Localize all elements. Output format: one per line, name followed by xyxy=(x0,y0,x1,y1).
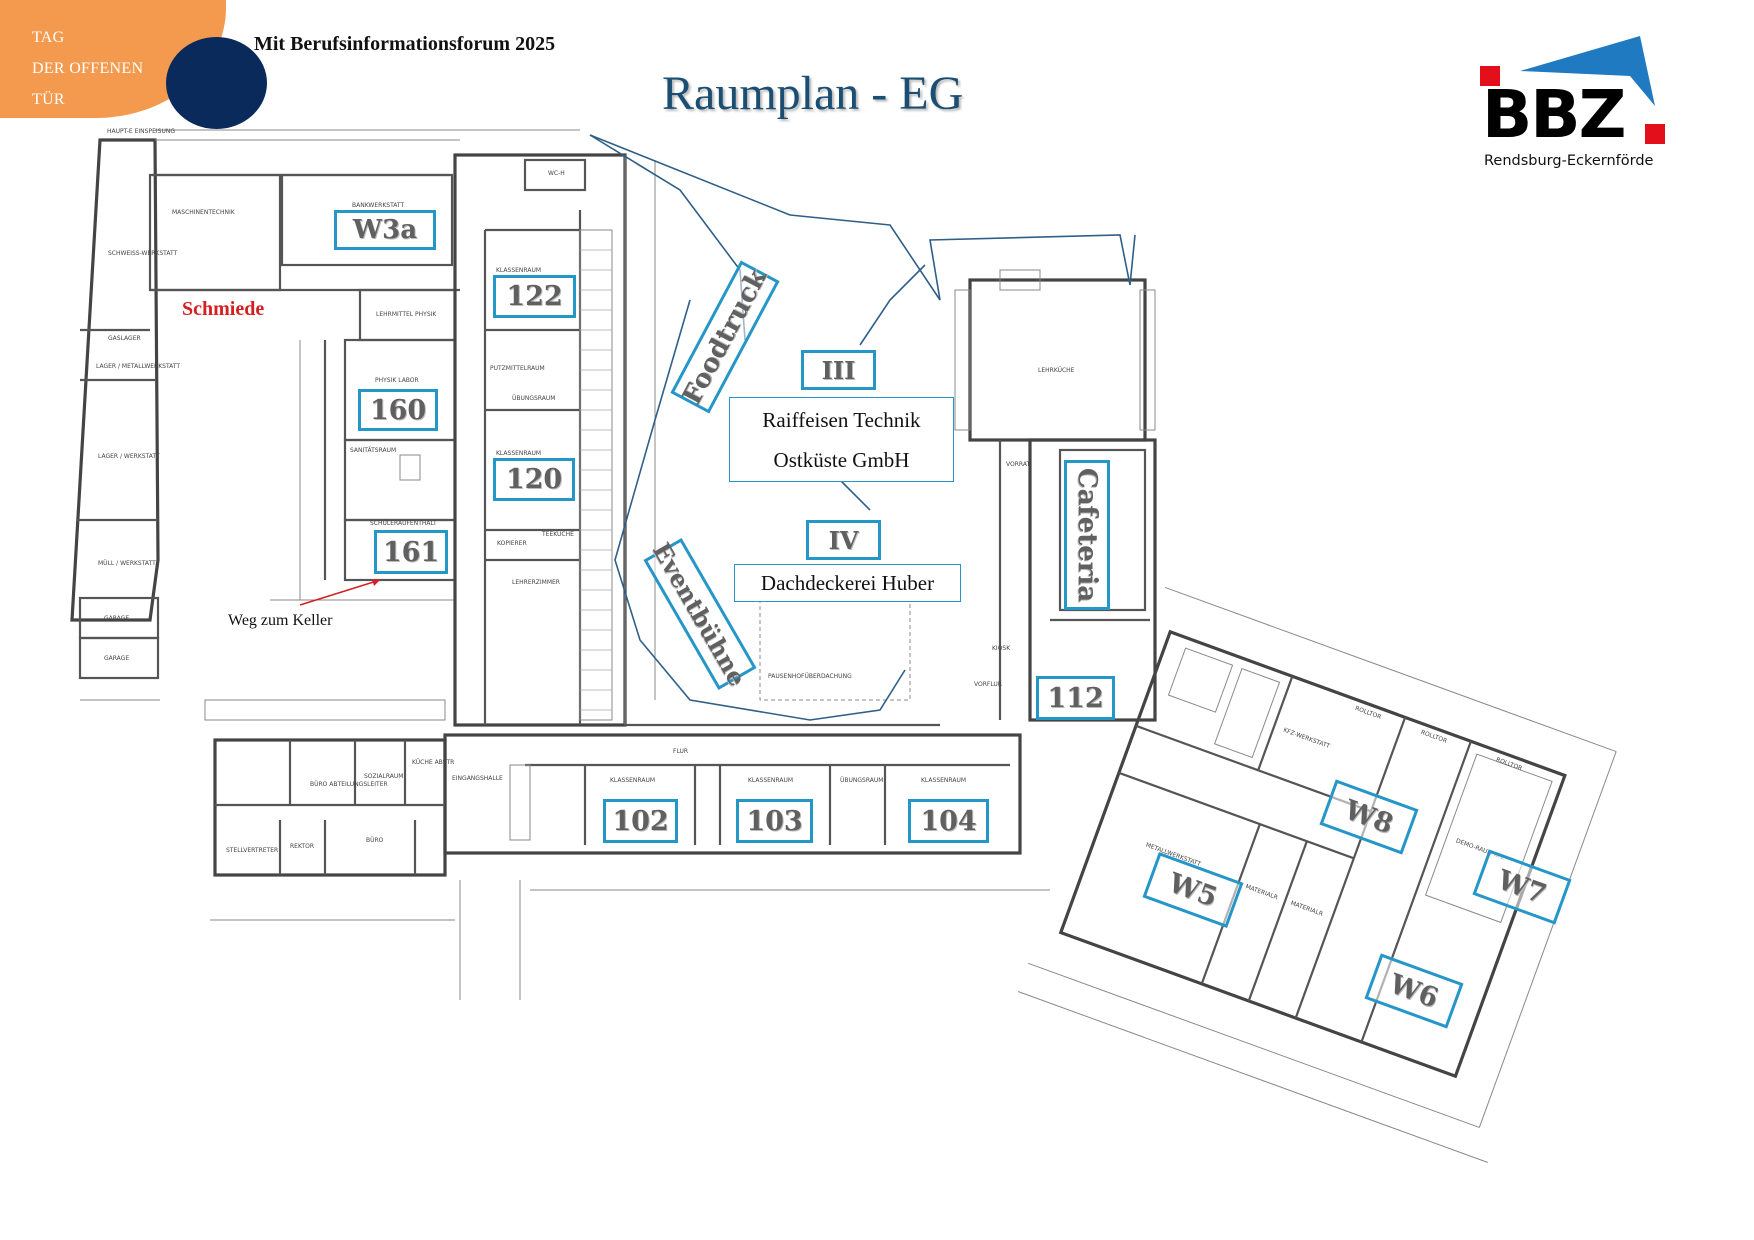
label-teekueche: TEEKÜCHE xyxy=(541,531,574,538)
label-klassenraum-102: KLASSENRAUM xyxy=(610,777,655,784)
room-161[interactable]: 161 xyxy=(374,530,448,574)
label-kfz: KFZ-WERKSTATT xyxy=(1282,727,1331,750)
label-sozialraum: SOZIALRAUM xyxy=(364,773,403,780)
label-lehrmittel: LEHRMITTEL PHYSIK xyxy=(376,311,437,318)
west-wing-walls xyxy=(70,129,580,701)
label-rektor: REKTOR xyxy=(290,843,314,850)
admin-block-walls xyxy=(204,699,521,1000)
keller-arrowhead xyxy=(372,579,380,586)
label-physik-labor: PHYSIK LABOR xyxy=(375,377,419,384)
label-materialr-1: MATERIALR xyxy=(1244,883,1278,901)
label-klassenraum-120: KLASSENRAUM xyxy=(496,450,541,457)
southeast-workshop-wing xyxy=(1017,586,1617,1163)
room-w3a[interactable]: W3a xyxy=(334,210,436,250)
label-sanitaet: SANITÄTSRAUM xyxy=(350,447,396,454)
forum-subtitle: Mit Berufsinformationsforum 2025 xyxy=(254,33,556,55)
label-gaslager: GASLAGER xyxy=(108,335,141,342)
label-flur: FLUR xyxy=(673,748,688,755)
page-title: Raumplan - EG xyxy=(662,67,964,120)
badge-line-2: DER OFFENEN xyxy=(32,60,144,77)
badge-text: TAG DER OFFENEN TÜR xyxy=(32,22,143,115)
logo-red-square-2 xyxy=(1645,124,1665,144)
label-schweiss: SCHWEISS-WERKSTATT xyxy=(108,250,178,257)
room-122[interactable]: 122 xyxy=(493,275,576,318)
room-103[interactable]: 103 xyxy=(736,799,813,843)
label-kopierer: KOPIERER xyxy=(497,540,527,547)
label-uebung: ÜBUNGSRAUM xyxy=(512,395,555,402)
label-klassenraum-122: KLASSENRAUM xyxy=(496,267,541,274)
badge-line-3: TÜR xyxy=(32,91,65,108)
zone-iv[interactable]: IV xyxy=(806,520,881,560)
label-stellvertreter: STELLVERTRETER xyxy=(226,847,278,854)
keller-arrow xyxy=(299,579,381,606)
label-vorrat: VORRAT xyxy=(1006,461,1030,468)
label-schueler: SCHÜLERAUFENTHALT xyxy=(370,520,437,527)
east-wing-walls xyxy=(954,269,1157,722)
label-putzmittel: PUTZMITTELRAUM xyxy=(490,365,545,372)
label-klassenraum-103: KLASSENRAUM xyxy=(748,777,793,784)
label-garage-1: GARAGE xyxy=(104,615,129,622)
central-column-walls xyxy=(453,153,627,727)
label-garage-2: GARAGE xyxy=(104,655,129,662)
label-klassenraum-104: KLASSENRAUM xyxy=(921,777,966,784)
label-kueche-abstr: KÜCHE ABSTR xyxy=(412,759,454,766)
annotation-keller: Weg zum Keller xyxy=(228,612,333,629)
badge-circle xyxy=(166,37,267,129)
label-kiosk: KIOSK xyxy=(992,645,1011,652)
label-buero: BÜRO xyxy=(366,837,384,844)
annotation-schmiede: Schmiede xyxy=(182,298,265,320)
zone-iii[interactable]: III xyxy=(801,350,876,390)
room-120[interactable]: 120 xyxy=(493,458,575,501)
logo-text: BBZ xyxy=(1482,76,1626,153)
logo-subtext: Rendsburg-Eckernförde xyxy=(1484,153,1654,169)
label-lager-werkstatt: LAGER / WERKSTATT xyxy=(98,453,160,460)
courtyard xyxy=(589,134,1136,727)
label-uebung-2: ÜBUNGSRAUM xyxy=(840,777,883,784)
label-lager-metall: LAGER / METALLWERKSTATT xyxy=(96,363,180,370)
label-lehrkueche: LEHRKÜCHE xyxy=(1038,367,1075,374)
label-haupt: HAUPT-E EINSPEISUNG xyxy=(107,128,175,135)
exhibitor-zone-iv[interactable]: Dachdeckerei Huber xyxy=(734,564,961,602)
exhibitor-zone-iii[interactable]: Raiffeisen Technik Ostküste GmbH xyxy=(729,397,954,482)
label-pausenhof: PAUSENHOFÜBERDACHUNG xyxy=(768,673,852,680)
label-materialr-2: MATERIALR xyxy=(1290,900,1324,918)
exhibitor-zone-iii-line-1: Raiffeisen Technik xyxy=(762,407,921,432)
label-eingangshalle: EINGANGSHALLE xyxy=(452,775,503,782)
room-104[interactable]: 104 xyxy=(908,799,989,843)
room-102[interactable]: 102 xyxy=(603,799,678,843)
room-112[interactable]: 112 xyxy=(1036,676,1115,720)
label-lehrerzimmer: LEHRERZIMMER xyxy=(512,579,560,586)
label-maschinentechnik: MASCHINENTECHNIK xyxy=(172,209,236,216)
label-muell: MÜLL / WERKSTATT xyxy=(98,560,156,567)
badge-line-1: TAG xyxy=(32,29,65,46)
room-160[interactable]: 160 xyxy=(358,389,438,431)
logo-blue-wedge xyxy=(1520,36,1655,106)
exhibitor-zone-iii-line-2: Ostküste GmbH xyxy=(773,447,910,472)
label-bankwerkstatt: BANKWERKSTATT xyxy=(352,202,404,209)
logo-red-square-1 xyxy=(1480,66,1500,86)
area-cafeteria[interactable]: Cafeteria xyxy=(1064,460,1110,610)
label-vorflur: VORFLUR xyxy=(974,681,1002,688)
label-buero-abt: BÜRO ABTEILUNGSLEITER xyxy=(310,781,388,788)
bbz-logo xyxy=(1480,36,1665,144)
label-wc: WC-H xyxy=(548,170,565,177)
